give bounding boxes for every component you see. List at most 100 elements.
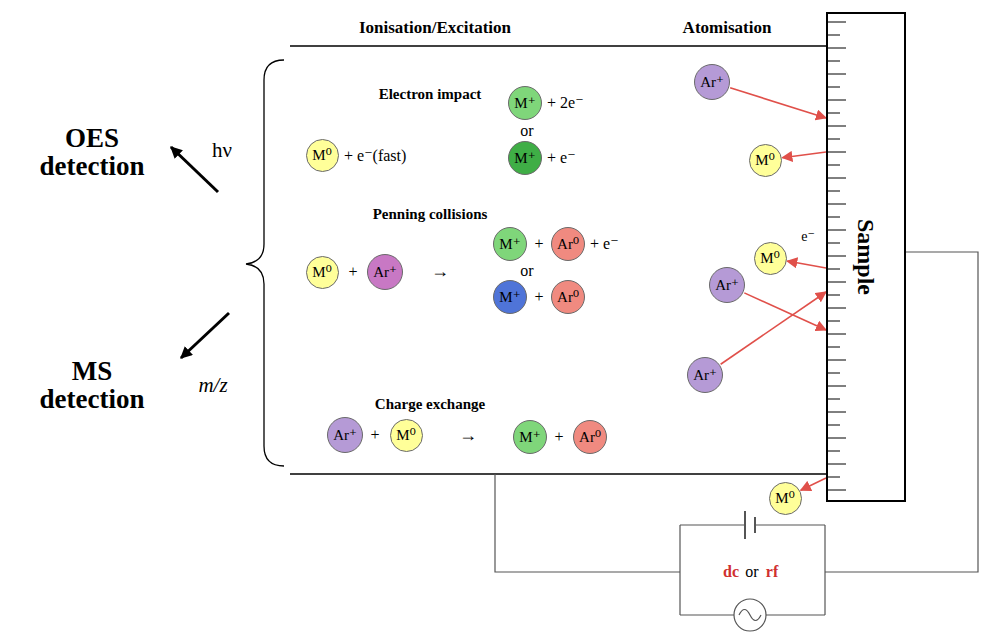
sputtered-atom: M⁰ [769, 482, 802, 515]
scale-tick [828, 35, 840, 36]
power-mode: rf [766, 564, 778, 581]
particle-path-arrow [787, 261, 826, 268]
scale-tick [828, 243, 840, 244]
node-text: Sample [854, 219, 878, 295]
scale-tick [828, 113, 840, 114]
node-text: M⁺ [514, 151, 535, 166]
particle-path-arrow [721, 292, 826, 364]
neutral-atom: M⁰ [390, 419, 423, 452]
wire [825, 252, 978, 572]
scale-tick [828, 373, 840, 374]
argon-atom: Ar⁰ [551, 227, 585, 261]
wire [755, 524, 825, 525]
chamber-wall [290, 473, 826, 474]
scale-tick [828, 490, 846, 491]
equation-operator: + [348, 264, 357, 281]
scale-tick [828, 386, 846, 387]
scale-tick [828, 100, 846, 101]
scale-tick [828, 334, 846, 335]
scale-tick [828, 87, 840, 88]
scale-tick [828, 217, 840, 218]
ms-arrow [181, 313, 229, 358]
argon-ion: Ar⁺ [709, 267, 745, 303]
electron-symbol: e⁻ [801, 230, 815, 245]
section-heading: Atomisation [683, 19, 772, 37]
equation-term: + e⁻ [590, 236, 619, 253]
node-text: Ar⁰ [579, 430, 601, 445]
ac-wave [739, 610, 761, 621]
scale-tick [828, 165, 840, 166]
sample-scale [828, 22, 846, 490]
section-heading: Ionisation/Excitation [359, 19, 511, 37]
scale-tick [828, 308, 846, 309]
scale-tick [828, 256, 846, 257]
metastable-argon: Ar⁺ [367, 254, 403, 290]
photon-symbol: hν [212, 139, 232, 161]
neutral-atom: M⁰ [306, 139, 339, 172]
equation-operator: + [534, 289, 543, 306]
scale-tick [828, 48, 846, 49]
scale-tick [828, 464, 846, 465]
sample-cathode: Sample [826, 12, 906, 502]
scale-tick [828, 152, 846, 153]
particle-path-arrow [801, 478, 826, 490]
process-heading: Charge exchange [375, 397, 485, 413]
scale-tick [828, 126, 846, 127]
detection-label: MS detection [27, 357, 157, 414]
node-text: Ar⁺ [715, 278, 739, 293]
scale-tick [828, 139, 840, 140]
reaction-arrow: → [431, 262, 449, 281]
node-text: M⁰ [775, 491, 794, 506]
power-mode-or: or [745, 564, 758, 581]
scale-tick [828, 347, 840, 348]
mass-charge-symbol: m/z [198, 374, 227, 396]
scale-tick [828, 412, 846, 413]
scale-tick [828, 178, 846, 179]
wire [824, 525, 825, 615]
scale-tick [828, 399, 840, 400]
node-text: M⁺ [514, 96, 535, 111]
oes-arrow [171, 147, 218, 192]
wire [680, 614, 734, 615]
process-heading: Electron impact [379, 87, 482, 103]
argon-atom: Ar⁰ [551, 280, 585, 314]
equation-or: or [520, 263, 533, 280]
wire [679, 525, 680, 615]
chamber-wall [290, 45, 826, 46]
particle-path-arrow [744, 293, 826, 330]
scale-tick [828, 321, 840, 322]
ion: M⁺ [513, 420, 547, 454]
scale-tick [828, 230, 846, 231]
equation-term: + e⁻(fast) [344, 148, 406, 165]
node-text: Ar⁺ [693, 368, 717, 383]
node-text: Ar⁰ [557, 237, 579, 252]
argon-ion: Ar⁺ [687, 357, 723, 393]
node-text: Ar⁺ [333, 428, 357, 443]
equation-operator: + [534, 236, 543, 253]
node-text: M⁰ [755, 153, 774, 168]
reaction-arrow: → [459, 426, 477, 445]
battery-plate [754, 517, 756, 533]
node-text: M⁰ [312, 148, 331, 163]
particle-path-arrow [730, 88, 826, 118]
argon-ion: Ar⁺ [327, 417, 363, 453]
sputtered-atom: M⁰ [749, 144, 782, 177]
node-text: M⁰ [396, 428, 415, 443]
scale-tick [828, 295, 840, 296]
ion: M⁺ [508, 86, 542, 120]
brace [246, 60, 284, 466]
scale-tick [828, 74, 846, 75]
chamber [290, 46, 826, 474]
equation-term: + e⁻ [547, 150, 576, 167]
node-text: Ar⁺ [700, 75, 724, 90]
equation-operator: + [370, 427, 379, 444]
detection-label: OES detection [27, 124, 157, 181]
node-text: M⁰ [760, 251, 779, 266]
scale-tick [828, 282, 846, 283]
argon-ion: Ar⁺ [694, 64, 730, 100]
sputtered-atom: M⁰ [754, 242, 787, 275]
